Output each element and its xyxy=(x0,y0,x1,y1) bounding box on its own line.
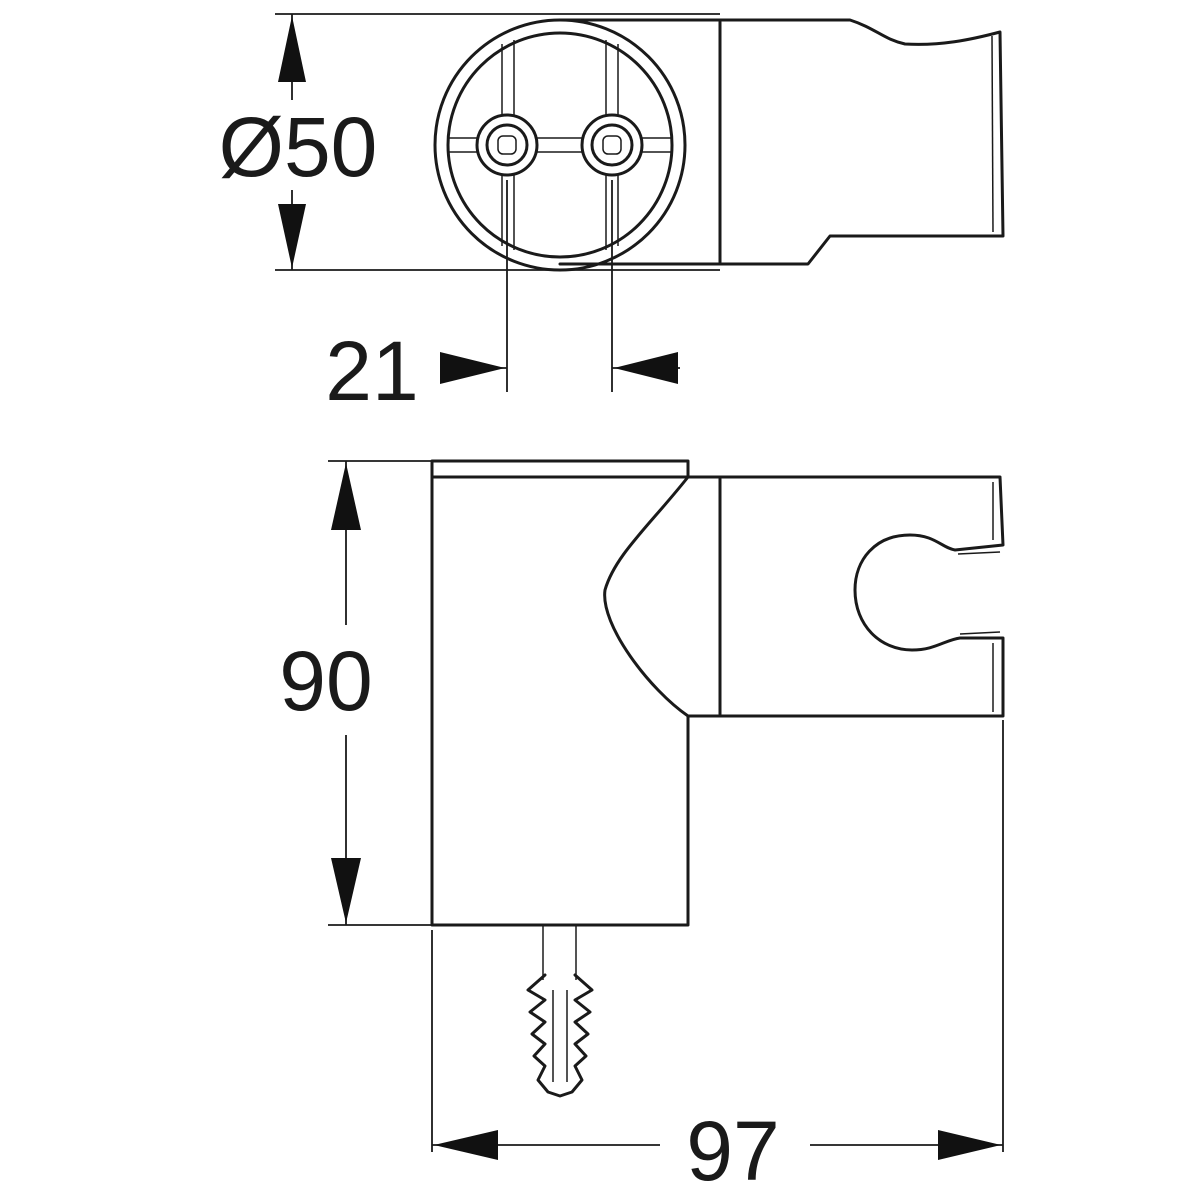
height-arrow-up xyxy=(331,463,361,530)
holder-arm xyxy=(686,475,1005,718)
holder-slot-lip-bottom xyxy=(959,631,1001,635)
width-arrow-left xyxy=(434,1130,498,1160)
top-view-end-edge xyxy=(991,35,994,233)
diameter-label-bg xyxy=(195,100,395,190)
wall-anchor xyxy=(526,925,594,1098)
screw-hole-left-inner xyxy=(485,123,529,167)
height-label-bg xyxy=(255,625,395,735)
screw-hole-right-inner xyxy=(590,123,634,167)
wall-block xyxy=(430,475,690,927)
screw-hole-right-slot xyxy=(602,135,622,155)
top-view-body xyxy=(558,18,1005,266)
spacing-label: 21 xyxy=(325,324,418,418)
swivel-joint-curve xyxy=(603,475,690,718)
height-arrow-down xyxy=(331,858,361,923)
wall-plate xyxy=(430,459,690,479)
mounting-plate-inner xyxy=(446,31,674,259)
holder-slot-lip-top xyxy=(957,551,1001,555)
diameter-arrow-up xyxy=(278,16,306,82)
width-label: 97 xyxy=(686,1104,779,1198)
mounting-plate-outer xyxy=(433,18,687,272)
spacing-arrow-right xyxy=(614,352,678,384)
width-arrow-right xyxy=(938,1130,1001,1160)
anchor-body xyxy=(526,973,594,1098)
side-view: 90 97 xyxy=(255,459,1005,1198)
diameter-arrow-down xyxy=(278,204,306,268)
spacing-arrow-left xyxy=(440,352,505,384)
screw-hole-left-slot xyxy=(497,135,517,155)
height-label: 90 xyxy=(279,634,372,728)
top-view: Ø50 21 xyxy=(195,13,1005,418)
diameter-label: Ø50 xyxy=(219,100,378,194)
width-label-bg xyxy=(660,1100,810,1190)
